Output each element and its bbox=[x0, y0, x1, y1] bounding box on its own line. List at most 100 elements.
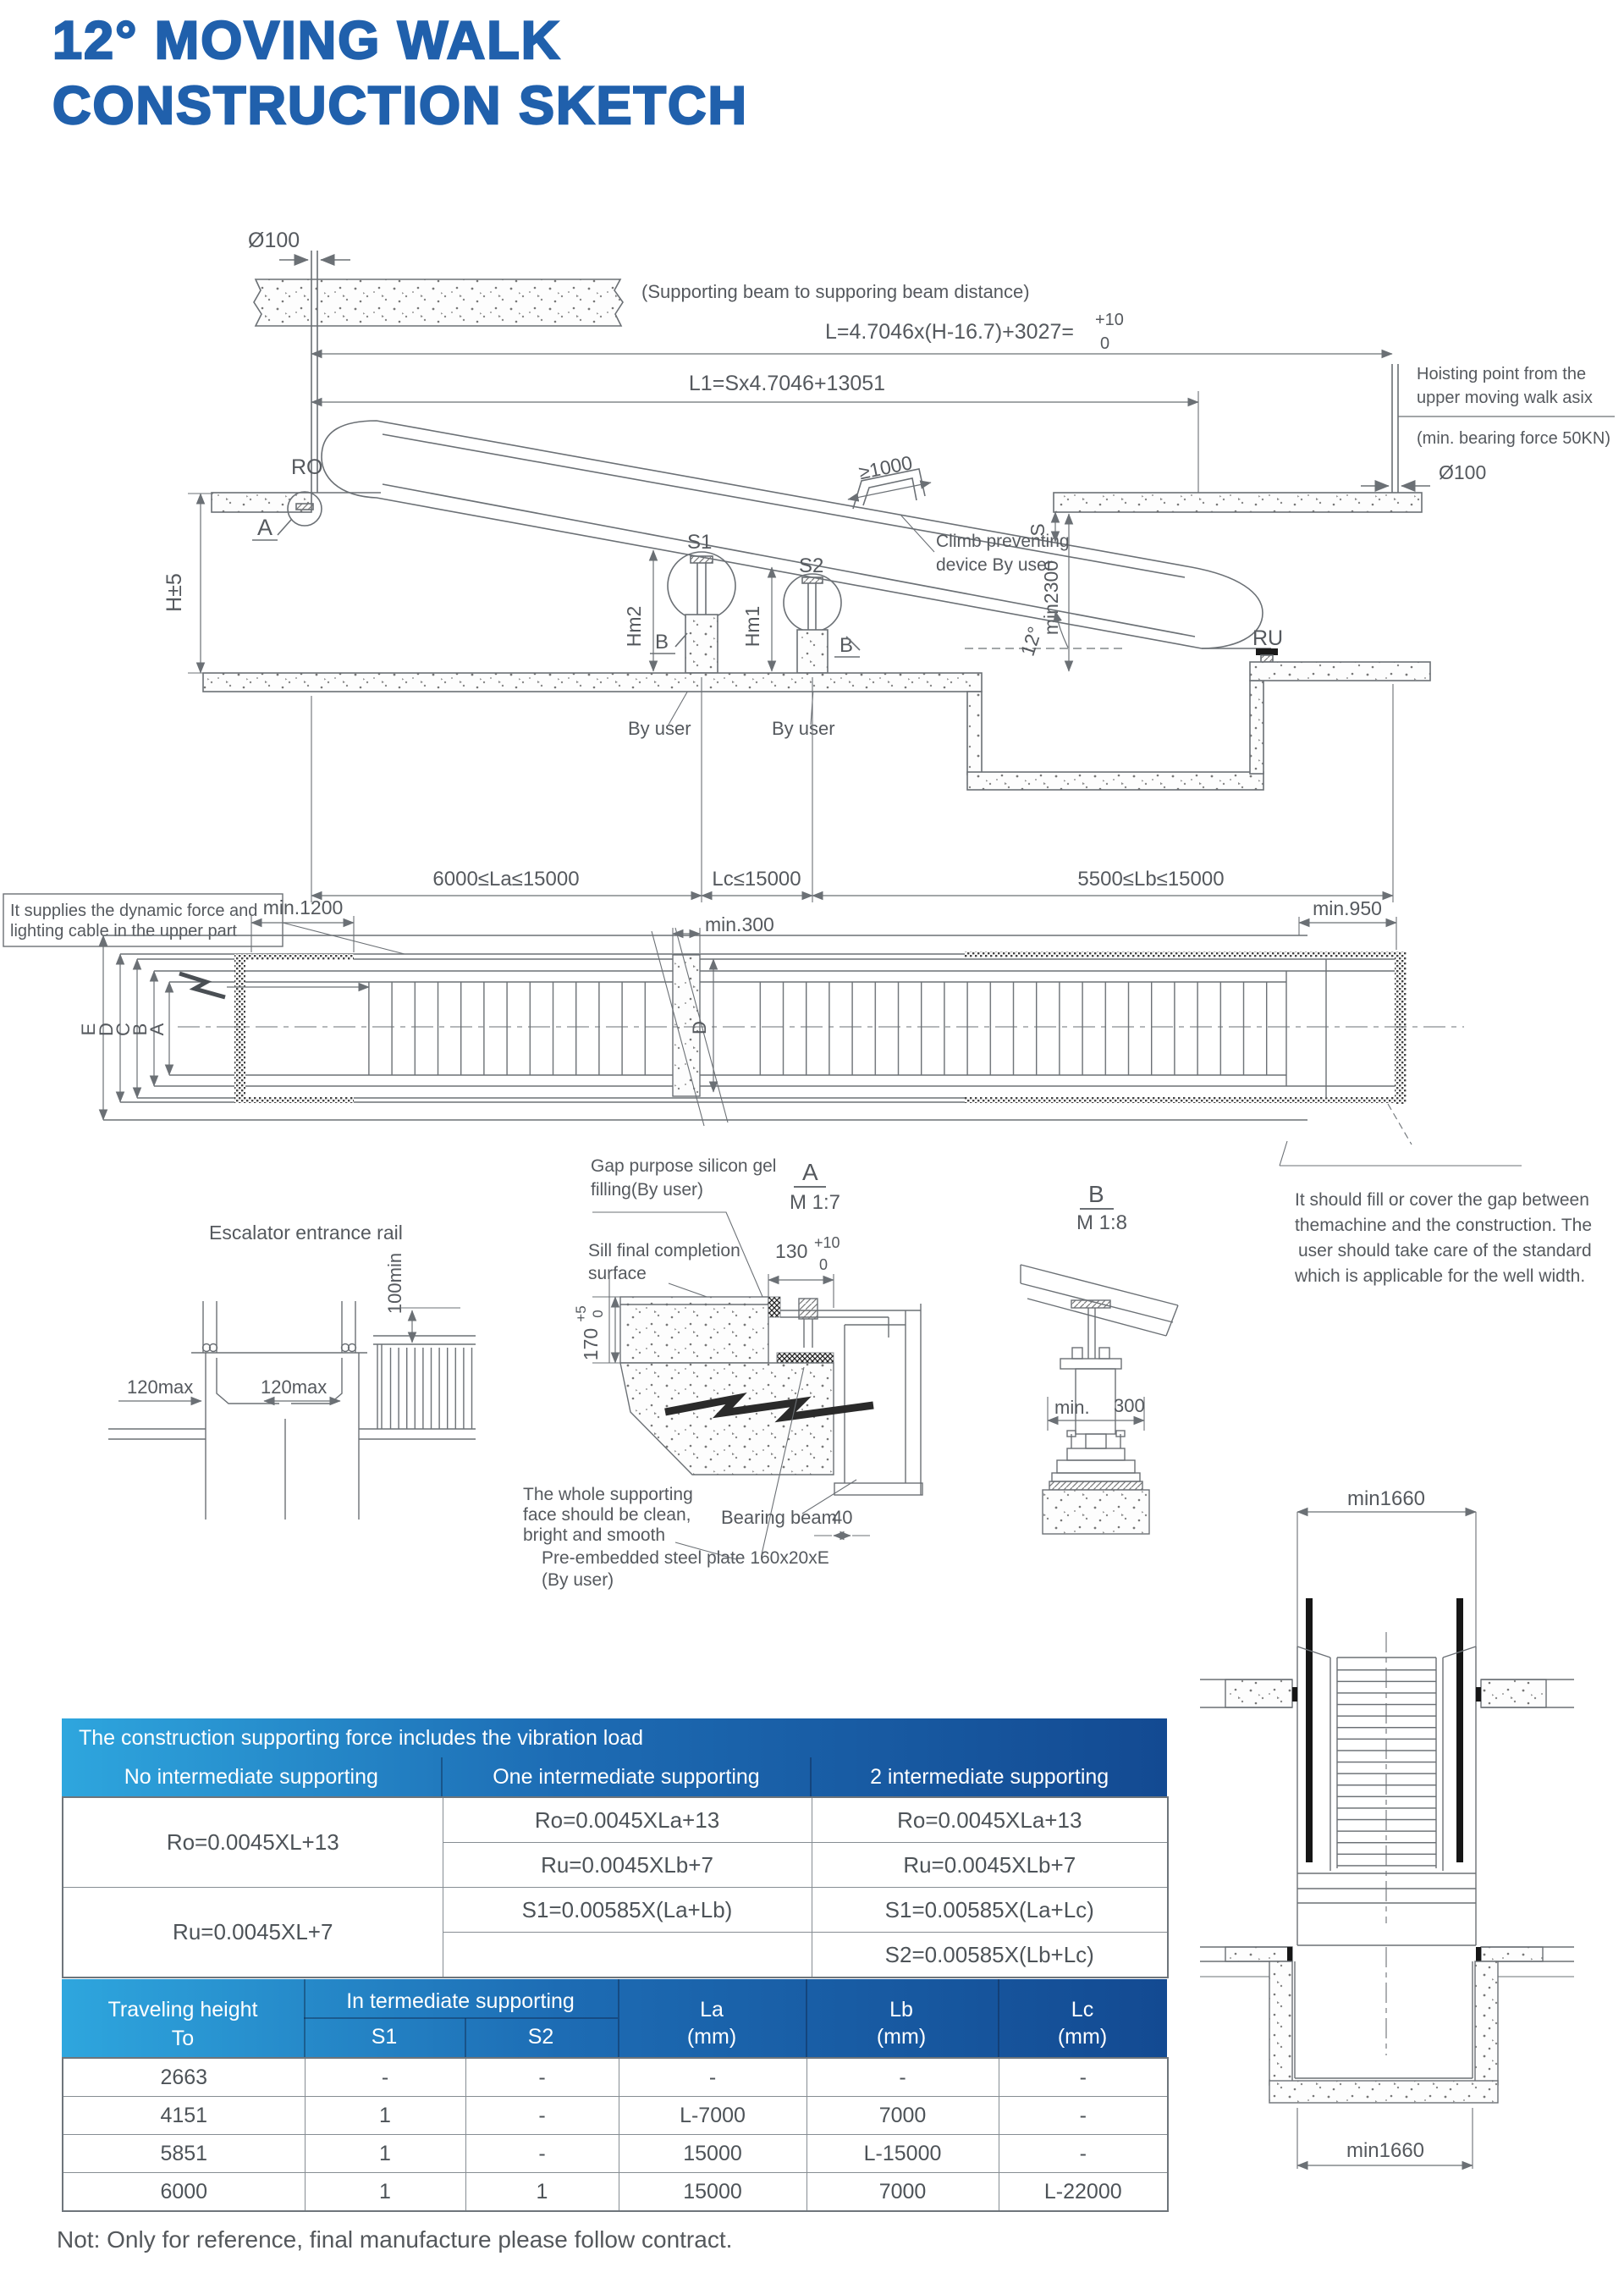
label-s1: S1 bbox=[687, 531, 712, 554]
table-row: 6000 1 1 15000 7000 L-22000 bbox=[62, 2172, 1169, 2212]
label-c: C bbox=[113, 1023, 134, 1036]
label-by-user-2: By user bbox=[772, 718, 835, 739]
note-supply-2: lighting cable in the upper part bbox=[10, 922, 237, 940]
label-beam-note: (Supporting beam to supporing beam dista… bbox=[641, 281, 1030, 302]
label-min1660-bottom: min1660 bbox=[1346, 2139, 1424, 2162]
column-header-no-intermediate: No intermediate supporting bbox=[124, 1765, 378, 1789]
label-lc-range: Lc≤15000 bbox=[712, 868, 801, 891]
label-climb-2: device By user bbox=[936, 555, 1053, 575]
table-cell: - bbox=[806, 2057, 999, 2097]
label-a: A bbox=[146, 1023, 168, 1035]
column-header-two-intermediate: 2 intermediate supporting bbox=[810, 1757, 1167, 1796]
header-divider bbox=[465, 2018, 466, 2057]
label-bearing-beam: Bearing beam bbox=[721, 1507, 837, 1528]
label-well-width-d: D bbox=[689, 1021, 710, 1034]
supporting-force-table: The construction supporting force includ… bbox=[62, 1718, 1169, 1978]
table-cell: 1 bbox=[304, 2134, 466, 2173]
plan-view: It supplies the dynamic force and lighti… bbox=[3, 893, 1464, 1145]
label-detail-b-left: B bbox=[655, 631, 669, 654]
support-detail-b: B M 1:8 It should fill or cover the gap … bbox=[1020, 1140, 1592, 1535]
note-bearing-force: (min. bearing force 50KN) bbox=[1417, 429, 1610, 448]
title-line2: CONSTRUCTION SKETCH bbox=[52, 75, 748, 136]
label-120max-mid: 120max bbox=[261, 1376, 327, 1398]
table1-body: Ro=0.0045XL+13 Ro=0.0045XLa+13 Ro=0.0045… bbox=[62, 1796, 1169, 1978]
label-detail-a-title: A bbox=[802, 1159, 818, 1185]
table-cell bbox=[442, 1932, 812, 1978]
table-cell: S2=0.00585X(Lb+Lc) bbox=[811, 1932, 1169, 1978]
label-40: 40 bbox=[832, 1507, 852, 1528]
label-ge1000: ≥1000 bbox=[857, 451, 915, 483]
label-dia100-right: Ø100 bbox=[1439, 461, 1486, 483]
table-cell: - bbox=[304, 2057, 466, 2097]
note-fill-2: themachine and the construction. The bbox=[1295, 1216, 1592, 1235]
table-cell: - bbox=[998, 2057, 1169, 2097]
label-ro: RO bbox=[291, 455, 323, 479]
label-s-dim: S bbox=[1027, 523, 1049, 536]
header-divider bbox=[998, 1979, 999, 2057]
table-cell: Ro=0.0045XLa+13 bbox=[442, 1796, 812, 1843]
table-cell: Ro=0.0045XLa+13 bbox=[811, 1796, 1169, 1843]
reference-note: Not: Only for reference, final manufactu… bbox=[57, 2226, 733, 2253]
label-min: min. bbox=[1054, 1397, 1090, 1418]
table-cell: L-7000 bbox=[618, 2096, 807, 2135]
column-header-lc-unit: (mm) bbox=[1057, 2025, 1108, 2049]
label-e: E bbox=[78, 1023, 99, 1036]
column-header-one-intermediate: One intermediate supporting bbox=[440, 1757, 811, 1796]
column-header-lb: Lb bbox=[889, 1998, 913, 2022]
sill-detail-a: Gap purpose silicon gel filling(By user)… bbox=[523, 1156, 923, 1590]
header-divider bbox=[304, 1979, 306, 2057]
entrance-rail-detail: Escalator entrance rail 100min 120max 12… bbox=[108, 1222, 476, 1520]
label-gap-1: Gap purpose silicon gel bbox=[591, 1156, 776, 1176]
header-divider bbox=[618, 1979, 619, 2057]
table-cell: 15000 bbox=[618, 2172, 807, 2212]
table-cell: L-22000 bbox=[998, 2172, 1169, 2212]
label-entrance-title: Escalator entrance rail bbox=[209, 1222, 403, 1244]
table-cell: 1 bbox=[304, 2096, 466, 2135]
table-cell: 1 bbox=[304, 2172, 466, 2212]
label-tol-plus: +10 bbox=[1095, 311, 1124, 329]
table-cell: 5851 bbox=[62, 2134, 306, 2173]
table-cell: 7000 bbox=[806, 2172, 999, 2212]
table-cell: 1 bbox=[465, 2172, 619, 2212]
column-header-traveling-height: Traveling height bbox=[107, 1998, 258, 2022]
note-hoisting-1: Hoisting point from the bbox=[1417, 365, 1586, 383]
table-cell: - bbox=[998, 2096, 1169, 2135]
column-header-lb-unit: (mm) bbox=[876, 2025, 927, 2049]
table-cell: 15000 bbox=[618, 2134, 807, 2173]
cross-section-view: min1660 bbox=[1200, 1487, 1574, 2170]
label-formula-l1: L1=Sx4.7046+13051 bbox=[689, 372, 885, 395]
page-title: 12° MOVING WALK CONSTRUCTION SKETCH bbox=[52, 8, 748, 139]
column-header-intermediate: In termediate supporting bbox=[346, 1989, 575, 2013]
table-cell: L-15000 bbox=[806, 2134, 999, 2173]
note-hoisting-2: upper moving walk asix bbox=[1417, 389, 1593, 407]
label-la-range: 6000≤La≤15000 bbox=[432, 868, 579, 891]
column-header-s2: S2 bbox=[527, 2025, 554, 2049]
note-whole-2: face should be clean, bbox=[523, 1505, 691, 1525]
label-plate-2: (By user) bbox=[542, 1570, 614, 1590]
column-header-s1: S1 bbox=[371, 2025, 398, 2049]
table-cell: S1=0.00585X(La+Lb) bbox=[442, 1887, 812, 1933]
note-whole-1: The whole supporting bbox=[523, 1485, 693, 1504]
label-lb-range: 5500≤Lb≤15000 bbox=[1077, 868, 1224, 891]
label-170-tol-plus: +5 bbox=[573, 1305, 589, 1321]
table-row: 2663 - - - - - bbox=[62, 2057, 1169, 2097]
table-cell: - bbox=[465, 2096, 619, 2135]
table-cell: 2663 bbox=[62, 2057, 306, 2097]
traveling-height-table: Traveling height To In termediate suppor… bbox=[62, 1979, 1169, 2212]
column-header-la-unit: (mm) bbox=[686, 2025, 737, 2049]
label-hm1: Hm1 bbox=[741, 606, 763, 648]
note-fill-3: user should take care of the standard bbox=[1298, 1241, 1592, 1260]
label-sill-1: Sill final completion bbox=[588, 1241, 740, 1260]
note-whole-3: bright and smooth bbox=[523, 1525, 665, 1545]
table-cell: Ro=0.0045XL+13 bbox=[62, 1796, 443, 1888]
column-header-la: La bbox=[700, 1998, 724, 2022]
label-ru: RU bbox=[1252, 626, 1283, 650]
header-divider bbox=[304, 2017, 618, 2019]
table-row: 5851 1 - 15000 L-15000 - bbox=[62, 2134, 1169, 2173]
label-by-user-1: By user bbox=[628, 718, 691, 739]
table2-body: 2663 - - - - - 4151 1 - L-7000 7000 - 58… bbox=[62, 2057, 1169, 2212]
label-climb-1: Climb preventing bbox=[936, 532, 1070, 551]
note-fill-1: It should fill or cover the gap between bbox=[1295, 1190, 1589, 1210]
table-cell: Ru=0.0045XLb+7 bbox=[811, 1842, 1169, 1888]
table-cell: 4151 bbox=[62, 2096, 306, 2135]
